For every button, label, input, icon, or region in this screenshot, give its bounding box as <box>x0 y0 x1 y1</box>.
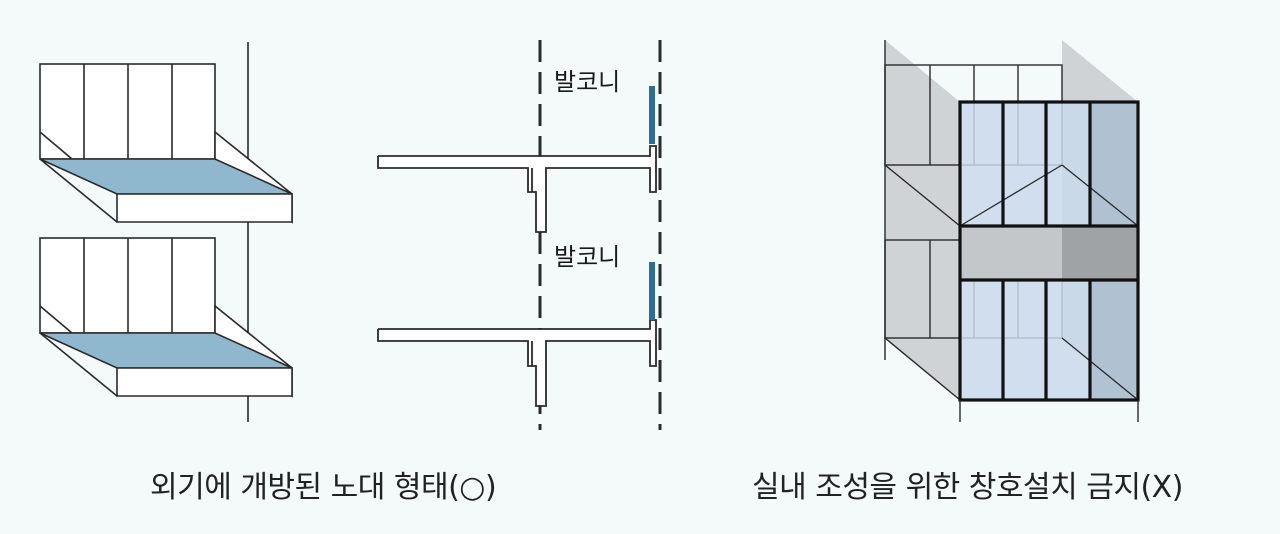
window-frames <box>958 100 1140 402</box>
left-side-wall <box>885 40 960 400</box>
lower-open-balcony <box>39 237 293 398</box>
lower-slab-section <box>377 319 657 407</box>
upper-slab-section <box>377 145 657 233</box>
caption-open-balcony-allowed: 외기에 개방된 노대 형태(○) <box>150 470 497 505</box>
balcony-section-view <box>377 40 662 430</box>
enclosed-balcony-illustration <box>884 40 1140 422</box>
caption-window-installation-prohibited: 실내 조성을 위한 창호설치 금지(X) <box>752 470 1183 505</box>
lower-balcony-railing <box>649 262 655 320</box>
upper-open-balcony <box>39 63 293 224</box>
open-balcony-illustration <box>39 42 293 422</box>
upper-balcony-railing <box>649 86 655 144</box>
balcony-label-lower: 발코니 <box>554 243 620 271</box>
balcony-label-upper: 발코니 <box>554 68 620 96</box>
